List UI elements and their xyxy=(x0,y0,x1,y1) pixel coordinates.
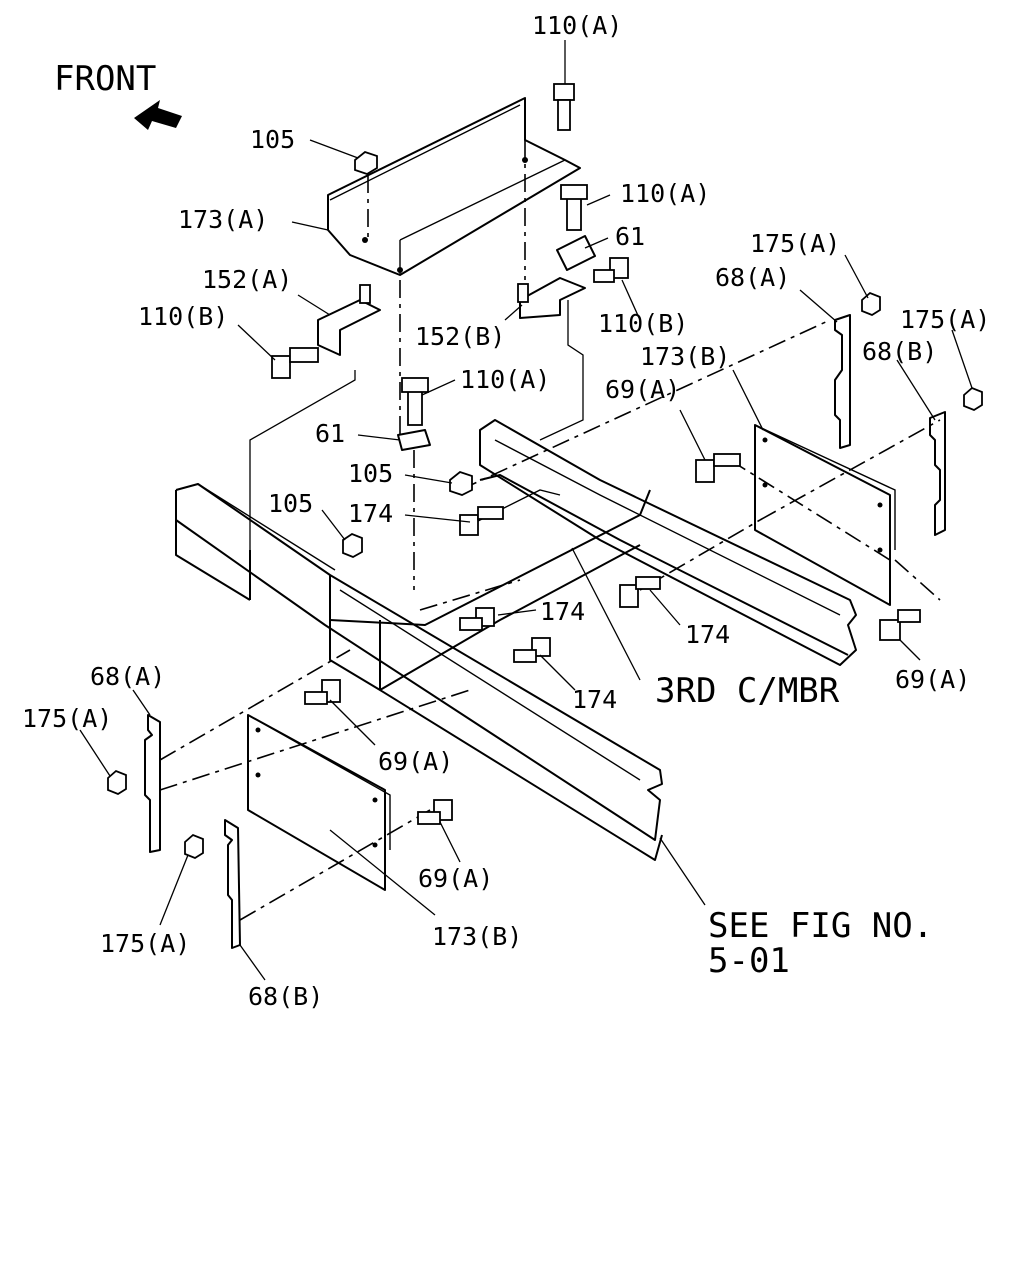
label-105-left: 105 xyxy=(268,489,313,518)
assembly-lines xyxy=(159,140,941,921)
label-69a-r: 69(A) xyxy=(605,375,680,404)
nut-175a-tr xyxy=(861,291,881,317)
label-105-top: 105 xyxy=(250,125,295,154)
leader-lines xyxy=(79,40,973,981)
label-68a-tr: 68(A) xyxy=(715,263,790,292)
front-indicator: FRONT xyxy=(54,59,182,130)
callout-labels: 110(A) 105 173(A) 110(A) 61 152(A) 110(B… xyxy=(22,11,990,1011)
label-see-fig-number: 5-01 xyxy=(708,941,790,981)
label-61-low: 61 xyxy=(315,419,345,448)
nut-105-top xyxy=(354,150,378,175)
label-110b-right: 110(B) xyxy=(598,309,688,338)
bolt-110b-left xyxy=(271,347,319,379)
bolt-174-a xyxy=(459,506,504,536)
bolt-69a-r xyxy=(695,453,741,483)
stay-68b-left xyxy=(224,819,241,949)
label-68b-left: 68(B) xyxy=(248,982,323,1011)
label-105-mid: 105 xyxy=(348,459,393,488)
nut-105-left xyxy=(342,532,363,558)
label-174-a: 174 xyxy=(348,499,393,528)
label-175a-tr: 175(A) xyxy=(750,229,840,258)
label-175a-r: 175(A) xyxy=(900,305,990,334)
plate-61-top xyxy=(556,184,596,271)
label-110a-top: 110(A) xyxy=(532,11,622,40)
label-see-fig: SEE FIG NO. xyxy=(708,906,933,946)
label-110a-mid: 110(A) xyxy=(620,179,710,208)
frame-rail-left xyxy=(175,483,663,861)
label-110b-left: 110(B) xyxy=(138,302,228,331)
bolt-69a-l2 xyxy=(417,799,453,825)
label-110a-low: 110(A) xyxy=(460,365,550,394)
bracket-152a xyxy=(317,284,381,356)
front-arrow-icon xyxy=(134,100,182,130)
stay-68b-right xyxy=(929,411,946,536)
stay-68a-left xyxy=(144,714,161,853)
label-175a-left: 175(A) xyxy=(22,704,112,733)
label-69a-rr: 69(A) xyxy=(895,665,970,694)
label-61-top: 61 xyxy=(615,222,645,251)
nut-175a-bl xyxy=(184,833,204,860)
front-label: FRONT xyxy=(54,59,156,99)
label-3rd-cmbr: 3RD C/MBR xyxy=(655,671,840,711)
bolt-110b-right xyxy=(593,257,629,283)
nut-105-mid xyxy=(449,470,473,496)
panel-173b-left xyxy=(247,714,391,891)
bolt-69a-l xyxy=(304,679,341,705)
label-173a: 173(A) xyxy=(178,205,268,234)
label-174-d: 174 xyxy=(572,685,617,714)
label-173b-left: 173(B) xyxy=(432,922,522,951)
bolt-174-d xyxy=(513,637,551,663)
label-173b-r: 173(B) xyxy=(640,342,730,371)
nut-175a-r xyxy=(963,386,983,412)
frame-rail-right xyxy=(479,419,857,666)
bolt-174-c xyxy=(459,607,495,631)
bolt-110a-top xyxy=(553,83,575,131)
label-68a-left: 68(A) xyxy=(90,662,165,691)
bolt-174-b xyxy=(619,576,661,608)
label-69a-left: 69(A) xyxy=(378,747,453,776)
plate-61-low xyxy=(397,377,431,451)
label-69a-left2: 69(A) xyxy=(418,864,493,893)
label-175a-bottom-left: 175(A) xyxy=(100,929,190,958)
label-68b-r: 68(B) xyxy=(862,337,937,366)
label-174-c: 174 xyxy=(685,620,730,649)
panel-173b-right xyxy=(754,424,896,606)
stay-68a-right xyxy=(834,314,851,449)
bracket-173a xyxy=(327,97,581,276)
nut-175a-l xyxy=(107,769,127,796)
label-152a: 152(A) xyxy=(202,265,292,294)
bracket-152b xyxy=(517,277,586,319)
label-174-b: 174 xyxy=(540,597,585,626)
label-152b: 152(B) xyxy=(415,322,505,351)
bolt-69a-rr xyxy=(879,609,921,641)
